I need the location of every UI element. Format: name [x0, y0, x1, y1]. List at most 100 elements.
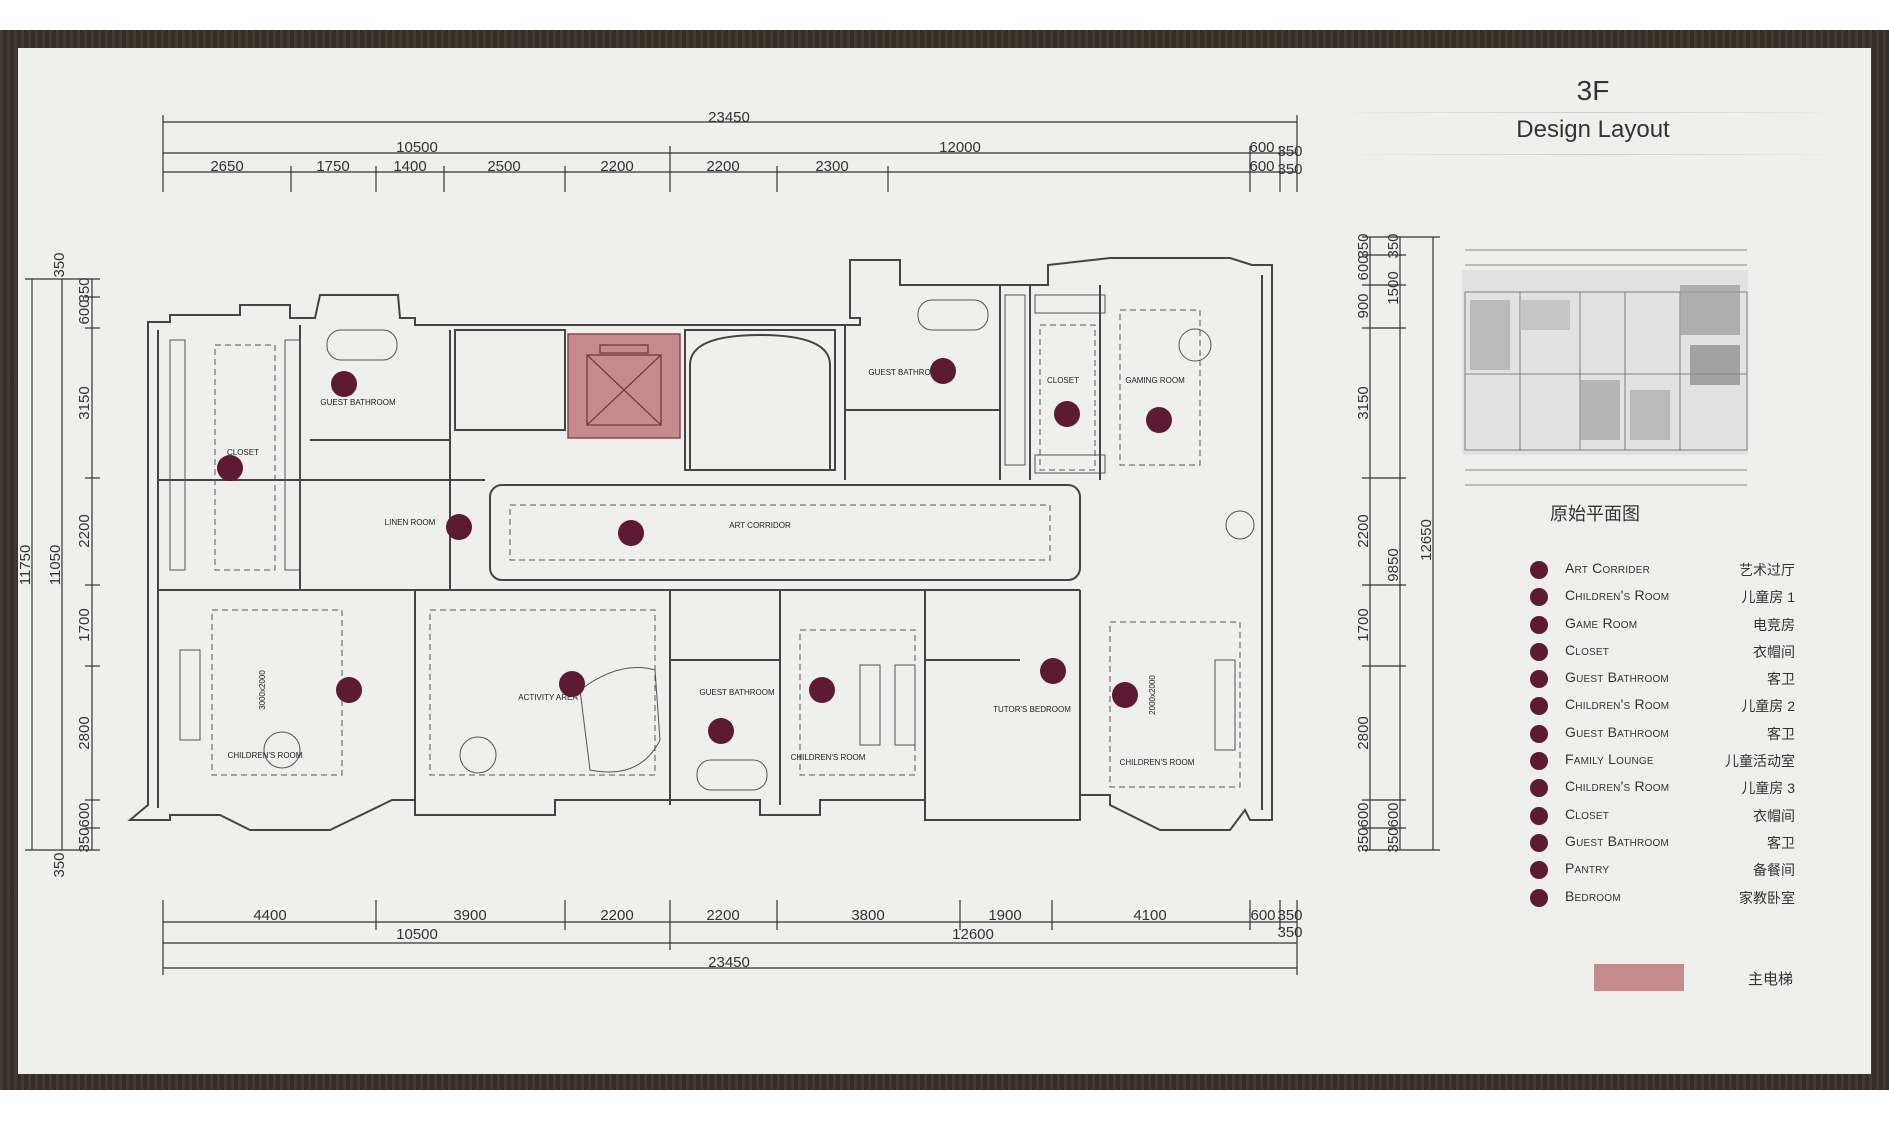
- dim-bottom-detail: 4100: [1133, 907, 1166, 924]
- legend-item: Children's Room 儿童房 2: [1530, 694, 1795, 721]
- room-marker: [446, 514, 472, 540]
- dim-right-detail: 600: [1385, 802, 1402, 827]
- legend-label-en: Pantry: [1565, 860, 1610, 877]
- dim-right-top: 900: [1355, 293, 1372, 318]
- legend-label-cn: 客卫: [1767, 834, 1795, 851]
- dim-left-mid: 11050: [47, 545, 64, 586]
- dim-right-top: 350: [1355, 233, 1372, 258]
- dim-left-detail: 1700: [76, 608, 93, 641]
- room-label-activity-area: ACTIVITY AREA: [518, 693, 578, 702]
- room-label-gaming-room: GAMING ROOM: [1125, 376, 1185, 385]
- left-dimension-lines: [25, 278, 100, 851]
- room-marker: [809, 677, 835, 703]
- legend-label-en: Children's Room: [1565, 587, 1670, 604]
- dim-left-detail: 3150: [76, 386, 93, 419]
- dim-bottom-detail: 4400: [253, 907, 286, 924]
- dim-bottom-sub: 12600: [952, 926, 994, 943]
- dim-right-mid: 9850: [1385, 548, 1402, 581]
- marker-dot-icon: [1530, 642, 1548, 661]
- dim-top-sub: 600: [1249, 139, 1274, 156]
- room-marker: [1112, 682, 1138, 708]
- dim-bottom-detail: 350: [1277, 907, 1302, 924]
- bed-size-label: 2000x2000: [1148, 675, 1157, 715]
- dim-right-detail: 2200: [1355, 514, 1372, 547]
- dim-right-detail: 1700: [1355, 608, 1372, 641]
- legend-label-en: Guest Bathroom: [1565, 669, 1669, 686]
- dim-right-detail: 600: [1355, 802, 1372, 827]
- elevator-legend-label: 主电梯: [1748, 971, 1794, 988]
- subtitle-divider: [1330, 154, 1850, 155]
- room-label-closet: CLOSET: [1047, 376, 1079, 385]
- legend-label-en: Closet: [1565, 805, 1610, 822]
- dim-left-outer: 11750: [17, 545, 34, 586]
- room-label-childrens-room: CHILDREN'S ROOM: [1120, 758, 1195, 767]
- dim-bottom-sub: 350: [1277, 924, 1302, 941]
- original-plan-thumbnail: [1462, 249, 1748, 486]
- legend-label-cn: 电竞房: [1753, 616, 1795, 633]
- marker-dot-icon: [1530, 833, 1548, 852]
- dim-left-detail: 2800: [76, 716, 93, 749]
- title-divider: [1330, 112, 1850, 113]
- legend-label-cn: 儿童房 3: [1741, 780, 1795, 797]
- legend-label-en: Guest Bathroom: [1565, 723, 1669, 740]
- legend-label-en: Children's Room: [1565, 778, 1670, 795]
- room-label-closet: CLOSET: [227, 448, 259, 457]
- legend-label-en: Children's Room: [1565, 696, 1670, 713]
- dim-right-detail: 3150: [1355, 386, 1372, 419]
- legend-label-cn: 艺术过厅: [1739, 562, 1795, 578]
- room-label-childrens-room: CHILDREN'S ROOM: [228, 751, 303, 760]
- dim-right-detail: 2800: [1355, 716, 1372, 749]
- room-marker: [559, 671, 585, 697]
- room-marker: [1054, 401, 1080, 427]
- legend-label-cn: 衣帽间: [1753, 807, 1795, 824]
- room-label-guest-bathroom: GUEST BATHROOM: [868, 368, 944, 377]
- elevator-shaft-icon: [586, 344, 662, 426]
- marker-dot-icon: [1530, 752, 1548, 771]
- dim-bottom-detail: 1900: [988, 907, 1021, 924]
- dim-top-total: 23450: [708, 109, 750, 126]
- legend-label-en: Closet: [1565, 641, 1610, 658]
- plan-fixtures: [169, 294, 1255, 791]
- dim-top-detail: 2500: [487, 158, 520, 175]
- dim-top-sub: 10500: [396, 139, 438, 156]
- legend-label-cn: 衣帽间: [1753, 643, 1795, 660]
- legend-label-en: Game Room: [1565, 614, 1638, 631]
- legend-item: Closet 衣帽间: [1530, 640, 1795, 667]
- legend-item: Family Lounge 儿童活动室: [1530, 749, 1795, 776]
- dim-left-detail: 350: [76, 277, 93, 302]
- marker-dot-icon: [1530, 724, 1548, 743]
- bottom-dimension-lines: [162, 900, 1298, 975]
- marker-dot-icon: [1530, 697, 1548, 716]
- legend-item: Guest Bathroom 客卫: [1530, 667, 1795, 694]
- bed-size-label: 3000x2000: [258, 670, 267, 710]
- room-label-childrens-room: CHILDREN'S ROOM: [791, 753, 866, 762]
- legend-label-cn: 客卫: [1767, 671, 1795, 688]
- room-marker: [331, 371, 357, 397]
- room-marker: [930, 358, 956, 384]
- marker-dot-icon: [1530, 615, 1548, 634]
- legend-label-cn: 儿童活动室: [1725, 753, 1795, 770]
- dim-bottom-detail: 2200: [706, 907, 739, 924]
- dim-right-top: 350: [1385, 233, 1402, 258]
- dim-top-detail: 2200: [706, 158, 739, 175]
- legend-label-en: Bedroom: [1565, 887, 1621, 904]
- dim-top-detail: 600: [1249, 158, 1274, 175]
- room-markers: [217, 358, 1172, 744]
- dim-bottom-total: 23450: [708, 954, 750, 971]
- room-marker: [708, 718, 734, 744]
- legend-label-cn: 儿童房 2: [1741, 698, 1795, 715]
- dim-top-detail: 2650: [210, 158, 243, 175]
- dim-right-top: 600: [1355, 255, 1372, 280]
- plan-walls: [127, 257, 1273, 831]
- dim-right-outer: 12650: [1418, 519, 1435, 561]
- room-label-guest-bathroom: GUEST BATHROOM: [699, 688, 775, 697]
- dim-top-detail: 350: [1277, 161, 1302, 178]
- legend-label-en: Family Lounge: [1565, 751, 1654, 768]
